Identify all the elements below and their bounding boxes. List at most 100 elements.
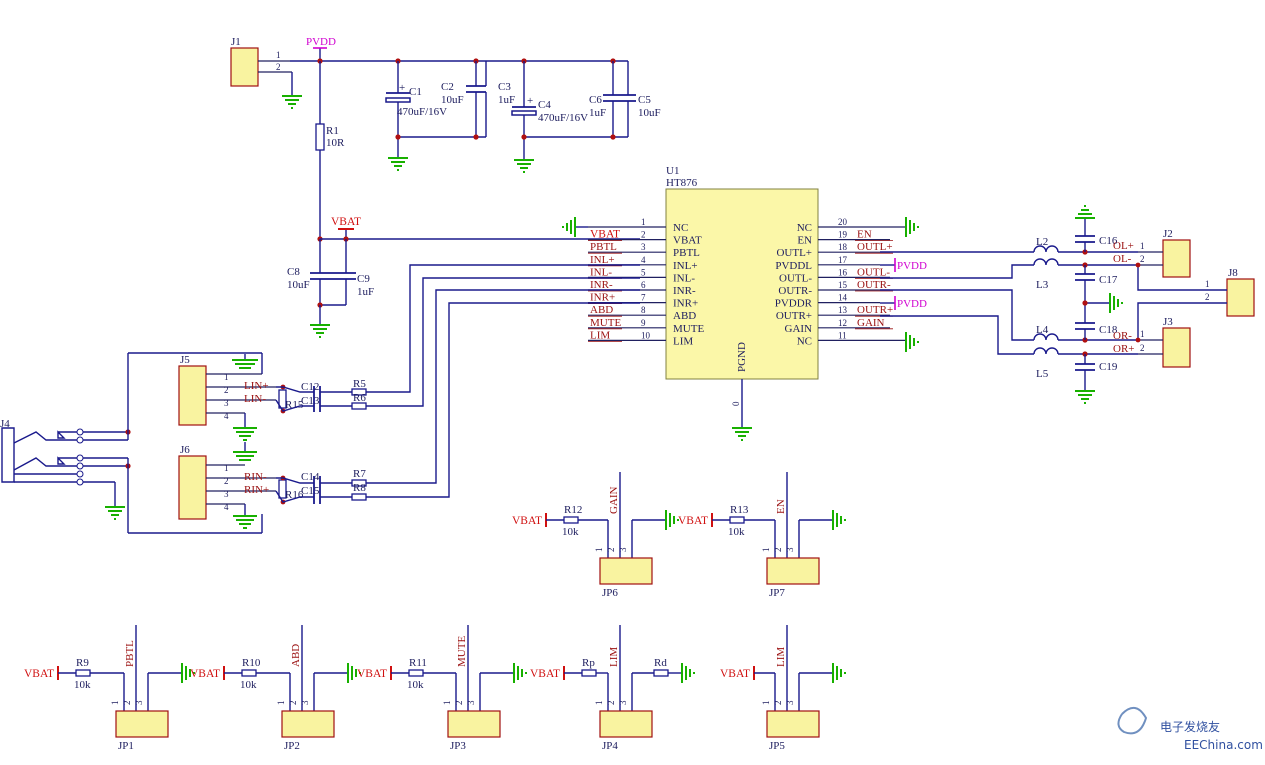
ic-pin-number: 18 [838, 242, 848, 252]
ic-pin-number: 9 [641, 318, 646, 328]
ic-pin-name: PBTL [673, 247, 700, 259]
net-label: GAIN [857, 317, 885, 329]
ic-pin-number: 17 [838, 255, 848, 265]
j1-label: J1 [231, 36, 241, 48]
c17-label: C17 [1099, 274, 1118, 286]
ic-pin-number: 11 [838, 330, 847, 340]
vbat-label: VBAT [720, 668, 750, 680]
net-ol-p: OL+ [1113, 240, 1134, 252]
j1-pin2-label: 2 [276, 62, 281, 72]
jumper-pin-number: 3 [466, 700, 476, 705]
r7-label: R7 [353, 468, 366, 480]
ic-pin-name: INL- [673, 272, 695, 284]
net-rin-n: RIN- [244, 471, 267, 483]
jumper-pin-number: 3 [134, 700, 144, 705]
svg-text:+: + [399, 82, 405, 94]
j8-label: J8 [1228, 267, 1238, 279]
jumper-body [447, 710, 501, 738]
r1-value: 10R [326, 137, 345, 149]
j5-pin3: 3 [224, 398, 229, 408]
jumper-label: JP6 [602, 587, 618, 599]
ground-icon [513, 663, 527, 683]
connector-j2 [1162, 239, 1191, 278]
l4-label: L4 [1036, 324, 1049, 336]
r1-label: R1 [326, 125, 339, 137]
j5-pin2: 2 [224, 385, 229, 395]
net-label: LIM [590, 329, 610, 341]
ic-pin-number: 7 [641, 293, 646, 303]
jumper-pin-number: 1 [442, 701, 452, 706]
resistor-r1 [315, 123, 325, 151]
ic-pin-name: OUTR- [778, 285, 812, 297]
jumper-pin-number: 1 [761, 548, 771, 553]
ic-pin-name: NC [673, 222, 688, 234]
ground-icon [282, 95, 302, 109]
ic-pin-number: 13 [838, 305, 848, 315]
jumper-pin-number: 3 [618, 547, 628, 552]
jumper-label: JP1 [118, 740, 134, 752]
ic-pin-name: NC [797, 222, 812, 234]
resistor [581, 669, 597, 677]
net-label: ABD [590, 304, 613, 316]
ground-icon [347, 663, 361, 683]
net-ol-n: OL- [1113, 253, 1132, 265]
c15-label: C15 [301, 485, 320, 497]
resistor-value: 10k [728, 526, 745, 538]
resistor-label: R10 [242, 657, 261, 669]
vbat-label: VBAT [190, 668, 220, 680]
jumper-pin-number: 1 [110, 701, 120, 706]
jumper-label: JP7 [769, 587, 785, 599]
j6-pin1: 1 [224, 463, 229, 473]
ic-pin-name: VBAT [673, 235, 702, 247]
j3-pin1: 1 [1140, 329, 1145, 339]
resistor-value: 10k [407, 679, 424, 691]
connector-j6 [178, 455, 207, 520]
j4-label: J4 [0, 418, 10, 430]
c8-value: 10uF [287, 279, 310, 291]
ic-pin-name: PVDDR [775, 298, 813, 310]
resistor-rd [653, 669, 669, 677]
jumper-net-label: ABD [290, 644, 302, 667]
c2-label: C2 [441, 81, 454, 93]
resistor-label: Rd [654, 657, 667, 669]
ground-icon [832, 510, 846, 530]
j5-label: J5 [180, 354, 190, 366]
jumper-pin-number: 2 [606, 701, 616, 706]
ic-pin-name: NC [797, 335, 812, 347]
jumper-body [281, 710, 335, 738]
c9-label: C9 [357, 273, 370, 285]
jumper-body [766, 710, 820, 738]
resistor-label: R12 [564, 504, 582, 516]
ground-icon [1075, 205, 1095, 219]
j2-label: J2 [1163, 228, 1173, 240]
pvdd-label: PVDD [306, 36, 336, 48]
ground-icon [233, 515, 257, 529]
jumper-pin-number: 1 [761, 701, 771, 706]
resistor-label: R13 [730, 504, 749, 516]
resistor [241, 669, 257, 677]
vbat-label: VBAT [512, 515, 542, 527]
jumper-label: JP3 [450, 740, 466, 752]
jumper-net-label: GAIN [608, 486, 620, 514]
jumper-net-label: LIM [775, 647, 787, 667]
ic-pin-name: OUTR+ [776, 310, 812, 322]
net-or-p: OR+ [1113, 343, 1134, 355]
jumper-pin-number: 1 [594, 701, 604, 706]
ic-pin-number: 5 [641, 267, 646, 277]
c18-label: C18 [1099, 324, 1118, 336]
c4-value: 470uF/16V [538, 112, 588, 124]
net-label: INL- [590, 266, 612, 278]
vbat-label: VBAT [678, 515, 708, 527]
jumper-pin-number: 1 [594, 548, 604, 553]
r15-label: R15 [285, 399, 304, 411]
jumper-pin-number: 3 [785, 547, 795, 552]
j8-pin2: 2 [1205, 292, 1210, 302]
c3-value: 1uF [498, 94, 515, 106]
net-label: VBAT [590, 229, 620, 241]
j6-pin2: 2 [224, 476, 229, 486]
